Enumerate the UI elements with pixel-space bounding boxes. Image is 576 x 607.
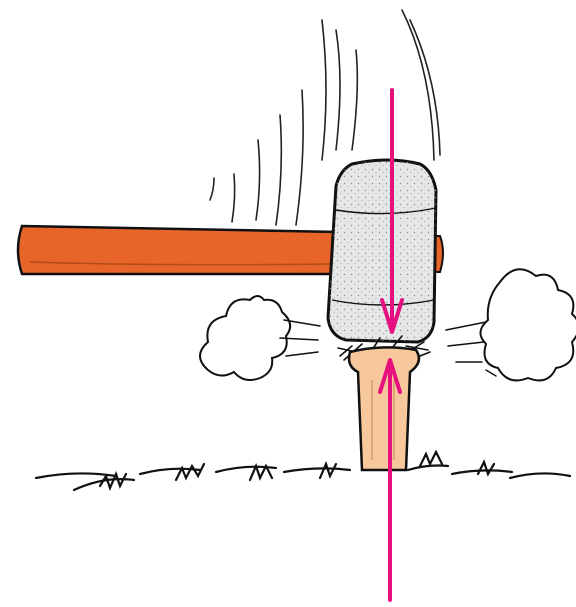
hammer-head-icon <box>326 158 438 344</box>
force-arrow-up-head <box>378 358 402 394</box>
force-arrow-down-head <box>380 298 404 334</box>
ground-icon <box>34 449 572 492</box>
stake-icon <box>347 346 421 472</box>
force-arrow-icon <box>378 88 404 602</box>
dust-cloud-left-icon <box>199 295 321 381</box>
motion-lines-icon <box>209 9 441 226</box>
dust-cloud-right-icon <box>445 268 576 382</box>
